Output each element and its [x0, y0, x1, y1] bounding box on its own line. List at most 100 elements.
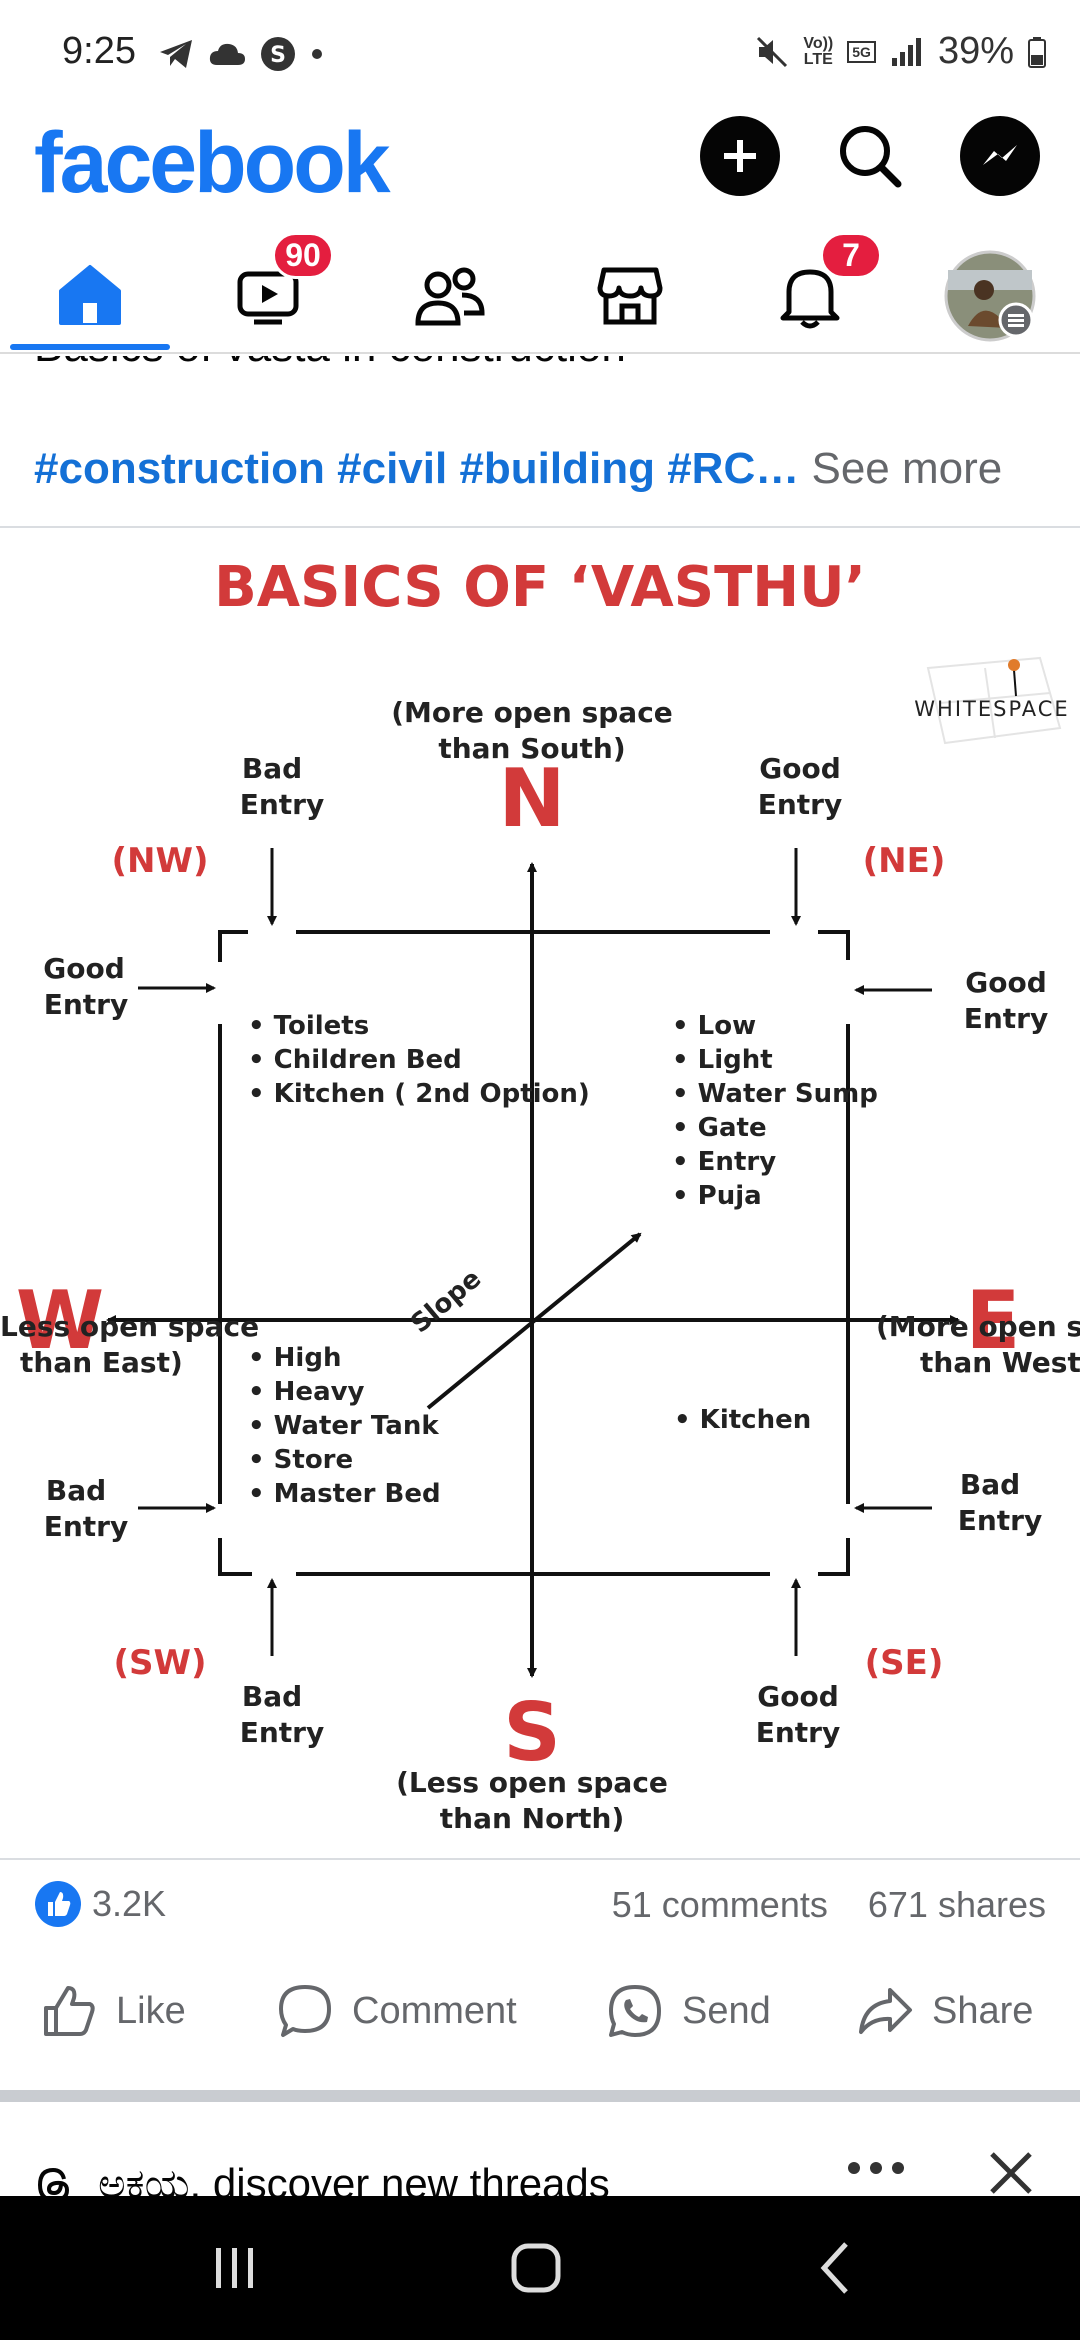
svg-text:Good: Good	[759, 752, 841, 785]
tab-friends[interactable]	[360, 240, 540, 352]
ne-item: • Entry	[672, 1147, 776, 1177]
system-nav-bar	[0, 2196, 1080, 2340]
engagement-counts: 51 comments 671 shares	[612, 1884, 1046, 1926]
tab-notifications[interactable]: 7	[720, 232, 900, 352]
nw-item: • Kitchen ( 2nd Option)	[248, 1079, 590, 1109]
dot-icon	[312, 49, 322, 59]
corner-nw: (NW)	[111, 841, 208, 881]
more-options-icon[interactable]	[846, 2158, 906, 2178]
post-text: Basics of vasta in construction	[34, 322, 626, 371]
see-more-link[interactable]: See more	[811, 444, 1003, 493]
svg-text:Entry: Entry	[44, 988, 129, 1021]
svg-text:Entry: Entry	[758, 788, 843, 821]
section-separator	[0, 2090, 1080, 2102]
whatsapp-icon	[609, 1985, 661, 2037]
slope-label: Slope	[405, 1264, 487, 1340]
svg-text:Bad: Bad	[960, 1468, 1020, 1501]
corner-ne: (NE)	[863, 841, 946, 881]
hashtag-links[interactable]: #construction #civil #building #RC…	[34, 444, 800, 493]
west-note-line1-visible: Less open space	[0, 1310, 259, 1343]
status-bar: 9:25 S Vo))LTE 5G 39%	[0, 0, 1080, 110]
ne-item: • Gate	[672, 1113, 767, 1143]
shares-count[interactable]: 671 shares	[867, 1884, 1046, 1925]
bell-icon	[780, 269, 840, 329]
sw-item: • Heavy	[248, 1377, 365, 1407]
status-time: 9:25	[62, 30, 136, 72]
svg-text:Entry: Entry	[958, 1504, 1043, 1537]
svg-text:Good: Good	[43, 952, 125, 985]
share-icon	[859, 1988, 912, 2034]
tab-home[interactable]	[0, 240, 180, 352]
close-icon[interactable]	[988, 2150, 1034, 2196]
corner-se: (SE)	[865, 1643, 944, 1683]
create-button[interactable]	[700, 116, 780, 196]
svg-text:Bad: Bad	[46, 1474, 106, 1507]
messenger-icon	[983, 145, 1017, 165]
svg-text:Entry: Entry	[44, 1510, 129, 1543]
svg-text:Entry: Entry	[240, 1716, 325, 1749]
comment-icon	[279, 1985, 331, 2037]
shazam-icon: S	[261, 37, 295, 71]
home-nav-icon[interactable]	[506, 2238, 566, 2298]
post-hashtags[interactable]: #construction #civil #building #RC… See …	[34, 444, 1002, 494]
notifications-badge: 7	[820, 232, 882, 279]
app-header: facebook	[0, 110, 1080, 240]
marketplace-icon	[597, 267, 663, 325]
recent-apps-icon[interactable]	[204, 2238, 264, 2298]
north-note-line2: than South)	[438, 732, 625, 765]
mute-icon	[757, 36, 788, 67]
search-button[interactable]	[830, 116, 910, 196]
battery-percent: 39%	[937, 30, 1014, 72]
slope-arrow	[426, 1232, 642, 1410]
svg-text:Bad: Bad	[242, 1680, 302, 1713]
facebook-logo[interactable]: facebook	[34, 115, 391, 211]
east-label: E	[966, 1274, 1021, 1367]
nw-item: • Toilets	[248, 1011, 369, 1041]
sw-item: • Store	[248, 1445, 353, 1475]
post-actions: Like Comment Send Share	[0, 1970, 1080, 2070]
search-icon	[840, 126, 902, 188]
vastu-diagram: BASICS OF ‘VASTHU’ WHITESPACE	[0, 555, 1080, 1835]
thumbs-up-icon	[44, 1986, 95, 2036]
sw-item: • High	[248, 1343, 341, 1373]
messenger-button[interactable]	[960, 116, 1040, 196]
svg-text:Bad: Bad	[242, 752, 302, 785]
ne-item: • Water Sump	[672, 1079, 878, 1109]
south-label: S	[503, 1686, 561, 1779]
threads-icon	[37, 2167, 70, 2202]
tab-profile[interactable]	[900, 240, 1080, 352]
volte-indicator: Vo))LTE	[803, 34, 834, 68]
like-count: 3.2K	[92, 1883, 167, 1924]
status-left-icons: S	[158, 36, 324, 72]
send-button[interactable]: Send	[606, 1982, 771, 2040]
video-icon	[237, 271, 299, 325]
reaction-summary[interactable]: 3.2K	[34, 1880, 166, 1928]
ne-item: • Puja	[672, 1181, 762, 1211]
home-icon	[59, 265, 121, 325]
divider	[0, 1858, 1080, 1860]
whitespace-logo: WHITESPACE	[914, 656, 1069, 745]
comments-count[interactable]: 51 comments	[611, 1884, 828, 1925]
west-note-line2: than East)	[20, 1346, 183, 1379]
svg-text:Entry: Entry	[240, 788, 325, 821]
share-button[interactable]: Share	[856, 1982, 1033, 2040]
active-tab-indicator	[10, 344, 170, 350]
battery-icon	[1028, 36, 1046, 68]
east-note-line2: than West)	[920, 1346, 1080, 1379]
friends-icon	[415, 267, 485, 326]
svg-text:Good: Good	[965, 966, 1047, 999]
plus-icon	[724, 140, 756, 172]
north-label: N	[499, 752, 566, 845]
tab-video[interactable]: 90	[180, 232, 360, 352]
like-button[interactable]: Like	[40, 1982, 186, 2040]
brand-text: WHITESPACE	[914, 697, 1069, 721]
west-label: W	[16, 1274, 104, 1367]
back-icon[interactable]	[808, 2238, 868, 2298]
network-type: 5G	[847, 40, 876, 63]
diagram-title: BASICS OF ‘VASTHU’	[214, 555, 866, 620]
tab-marketplace[interactable]	[540, 240, 720, 352]
like-reaction-icon	[35, 1881, 81, 1927]
post-image[interactable]: BASICS OF ‘VASTHU’ WHITESPACE	[0, 528, 1080, 1858]
plot-boundary	[218, 930, 850, 1576]
comment-button[interactable]: Comment	[276, 1982, 517, 2040]
